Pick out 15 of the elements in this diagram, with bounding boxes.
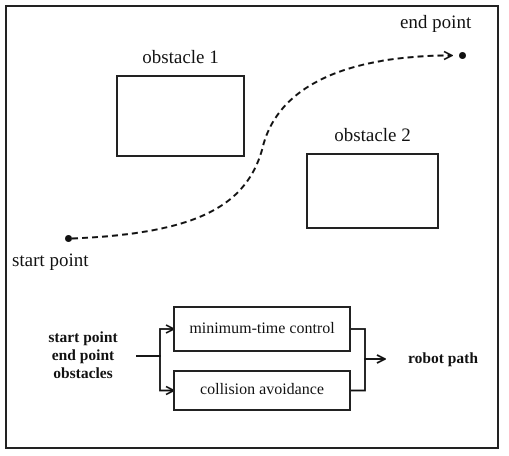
- input-list: start point end point obstacles: [38, 329, 128, 383]
- output-label: robot path: [408, 350, 478, 368]
- point-label: start point: [12, 250, 89, 272]
- arrow: [351, 354, 386, 392]
- point-label: end point: [400, 12, 472, 34]
- process-label: minimum-time control: [189, 320, 335, 338]
- process-box: [173, 370, 351, 411]
- arrow: [72, 50, 453, 240]
- arrow: [136, 355, 175, 396]
- process-box: [173, 306, 351, 352]
- point-dot: [459, 52, 466, 59]
- point-dot: [65, 235, 72, 242]
- obstacle-label: obstacle 2: [333, 125, 412, 147]
- obstacle-label: obstacle 1: [141, 47, 220, 69]
- process-label: collision avoidance: [200, 381, 324, 400]
